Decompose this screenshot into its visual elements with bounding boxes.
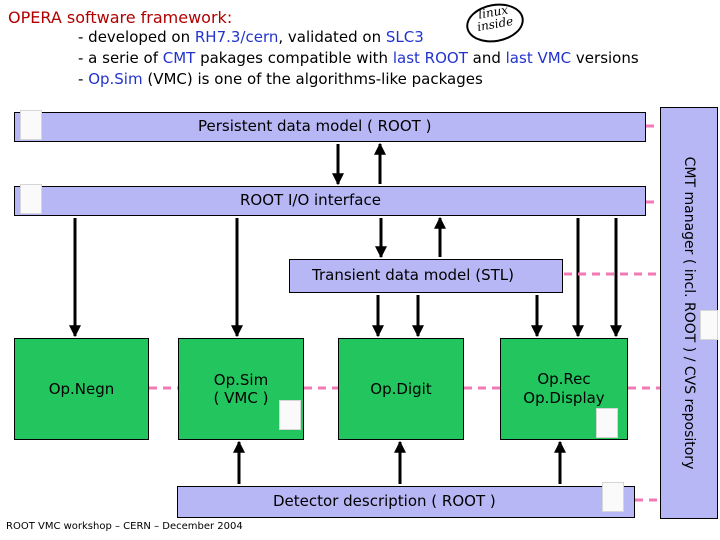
bullet-cmt-text: - a serie of bbox=[78, 49, 163, 67]
penguin-icon bbox=[20, 184, 42, 214]
last-vmc-word: last VMC bbox=[505, 49, 572, 67]
penguin-icon bbox=[279, 400, 301, 430]
slide-footer: ROOT VMC workshop – CERN – December 2004 bbox=[6, 521, 243, 532]
bullet-platform-mid: , validated on bbox=[278, 28, 386, 46]
cmt-word: CMT bbox=[162, 49, 196, 67]
bullet-cmt-and: and bbox=[467, 49, 506, 67]
penguin-icon bbox=[602, 482, 624, 512]
root-io-interface-label: ROOT I/O interface bbox=[240, 191, 381, 209]
detector-description-box bbox=[177, 486, 635, 518]
bullet-cmt-end: versions bbox=[571, 49, 639, 67]
bullet-platform-text: - developed on bbox=[78, 28, 195, 46]
penguin-icon bbox=[596, 408, 618, 438]
bullet-opsim-text: (VMC) is one of the algorithms-like pack… bbox=[142, 70, 483, 88]
transient-data-model-box bbox=[289, 259, 563, 293]
penguin-icon bbox=[700, 310, 718, 340]
persistent-data-model-label: Persistent data model ( ROOT ) bbox=[198, 117, 432, 135]
transient-data-model-label: Transient data model (STL) bbox=[312, 266, 514, 284]
bullet-cmt: - a serie of CMT pakages compatible with… bbox=[8, 48, 720, 69]
detector-description-label: Detector description ( ROOT ) bbox=[273, 492, 496, 510]
bullet-platform: - developed on RH7.3/cern, validated on … bbox=[8, 27, 720, 48]
persistent-data-model-box bbox=[14, 112, 646, 142]
slide-title: OPERA software framework: bbox=[8, 8, 233, 27]
slide-header: OPERA software framework: - developed on… bbox=[8, 8, 720, 90]
bullet-opsim: - Op.Sim (VMC) is one of the algorithms-… bbox=[8, 69, 720, 90]
bullet-cmt-mid: pakages compatible with bbox=[195, 49, 393, 67]
opsim-word: Op.Sim bbox=[88, 70, 143, 88]
bullet-opsim-dash: - bbox=[78, 70, 89, 88]
last-root-word: last ROOT bbox=[392, 49, 468, 67]
os-name: RH7.3/cern bbox=[194, 28, 279, 46]
opnegn-box: Op.Negn bbox=[14, 338, 149, 440]
root-io-interface-box bbox=[14, 186, 646, 216]
penguin-icon bbox=[20, 110, 42, 140]
slc-name: SLC3 bbox=[385, 28, 424, 46]
opdigit-box: Op.Digit bbox=[338, 338, 464, 440]
